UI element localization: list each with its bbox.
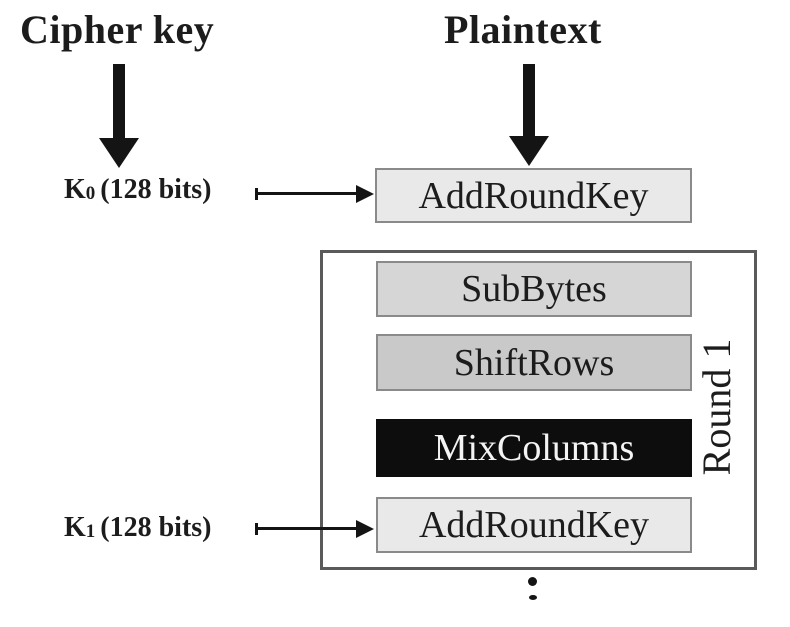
k0-label: K0(128 bits)	[64, 174, 212, 206]
subbytes-block: SubBytes	[376, 261, 692, 317]
k1-label: K1(128 bits)	[64, 512, 212, 544]
round1-label: Round 1	[694, 338, 739, 476]
k1-bits-text: (128 bits)	[100, 512, 212, 543]
addroundkey-initial-block: AddRoundKey	[375, 168, 692, 223]
arrow-line	[257, 192, 357, 195]
mixcolumns-label: MixColumns	[433, 427, 635, 469]
k0-subscript: 0	[85, 183, 96, 204]
k1-subscript: 1	[85, 521, 96, 542]
k0-bits-text: (128 bits)	[100, 174, 212, 205]
ellipsis-dot	[528, 577, 537, 586]
addroundkey-initial-label: AddRoundKey	[418, 174, 649, 217]
mixcolumns-block: MixColumns	[376, 419, 692, 477]
arrow-stem	[523, 64, 535, 138]
shiftrows-block: ShiftRows	[376, 334, 692, 391]
k1-base: K	[64, 512, 86, 543]
arrow-start-tick	[255, 523, 258, 535]
plaintext-label: Plaintext	[444, 7, 602, 52]
ellipsis-dot	[529, 595, 537, 600]
addroundkey-round1-block: AddRoundKey	[376, 497, 692, 553]
subbytes-label: SubBytes	[461, 268, 607, 310]
arrow-head	[356, 520, 374, 538]
cipher-key-label: Cipher key	[20, 7, 215, 52]
arrow-stem	[113, 64, 125, 140]
arrow-head	[509, 136, 549, 166]
arrow-start-tick	[255, 188, 258, 200]
arrow-line	[257, 527, 357, 530]
addroundkey-round1-label: AddRoundKey	[418, 504, 650, 546]
k0-base: K	[64, 174, 86, 205]
arrow-head	[99, 138, 139, 168]
arrow-head	[356, 185, 374, 203]
shiftrows-label: ShiftRows	[453, 341, 615, 384]
